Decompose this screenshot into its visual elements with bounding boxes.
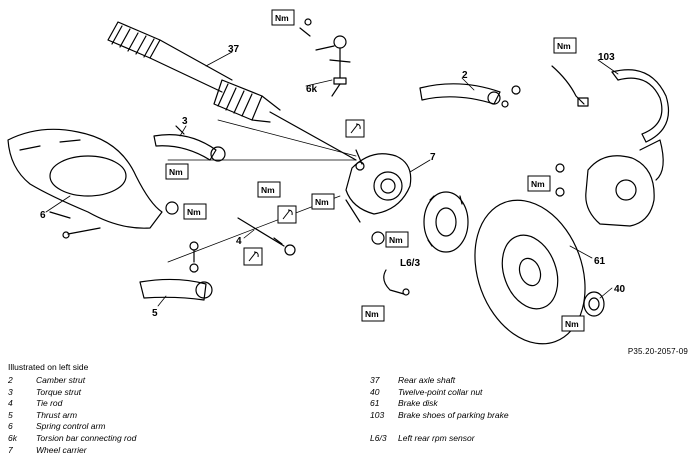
brake-disk (474, 199, 586, 345)
legend-item: 6k Torsion bar connecting rod (8, 433, 338, 445)
legend-item-number: 6k (8, 432, 17, 443)
twelve-point-collar-nut (583, 291, 605, 317)
legend-item-text: Camber strut (36, 375, 86, 385)
legend-item-number: 103 (370, 409, 385, 420)
legend-item-text: Tie rod (36, 398, 63, 409)
figure-reference-code: P35.20-2057-09 (627, 347, 688, 356)
legend-item: 6 Spring control arm (8, 421, 338, 433)
legend-item-text: Torque strut (36, 386, 82, 397)
torque-box-nm: Nm (165, 163, 189, 180)
camber-strut (419, 83, 521, 108)
legend-left-column: 2 Camber strut 3 Torque strut 4 Tie rod 5 Th… (8, 375, 338, 456)
torque-box-nm: Nm (311, 193, 335, 210)
thrust-arm (139, 241, 213, 301)
callout-2: 2 (462, 70, 468, 81)
callout-labels: 37 6k 2 103 3 7 6 4 61 L6/3 40 5 (40, 44, 626, 319)
spring-control-arm (7, 128, 179, 239)
legend-item-number: L6/3 (370, 432, 387, 443)
rpm-sensor (383, 269, 410, 296)
special-tool-symbols (243, 119, 365, 266)
brake-caliper (555, 139, 664, 227)
legend-item: 61 Brake disk (370, 398, 690, 410)
special-tool-icon (345, 119, 365, 138)
torque-label: Nm (315, 197, 329, 207)
torque-label: Nm (275, 13, 289, 23)
torque-strut (153, 125, 226, 162)
callout-37: 37 (228, 44, 240, 55)
torque-label: Nm (565, 319, 579, 329)
legend-item-number: 4 (8, 398, 13, 409)
legend-heading: Illustrated on left side (8, 362, 89, 372)
legend-item-number: 6 (8, 421, 13, 432)
legend-item: L6/3 Left rear rpm sensor (370, 433, 690, 445)
callout-L6-3: L6/3 (400, 258, 420, 269)
torque-label: Nm (389, 235, 403, 245)
torque-label: Nm (365, 309, 379, 319)
callout-6: 6 (40, 210, 46, 221)
legend-item-text: Brake shoes of parking brake (398, 409, 509, 420)
callout-103: 103 (598, 52, 615, 63)
legend-item-text: Brake disk (398, 398, 438, 409)
callout-5: 5 (152, 308, 158, 319)
torque-box-nm: Nm (183, 203, 207, 220)
legend-item-number: 61 (370, 398, 380, 409)
exploded-rear-axle-diagram: Nm Nm Nm Nm Nm Nm Nm Nm (7, 9, 670, 345)
legend-item: 5 Thrust arm (8, 410, 338, 422)
torque-box-nm: Nm (385, 231, 409, 248)
parking-brake-shoes (551, 65, 670, 143)
torque-label: Nm (169, 167, 183, 177)
legend-item: 40 Twelve-point collar nut (370, 387, 690, 399)
callout-7: 7 (430, 152, 436, 163)
legend-item-number: 2 (8, 375, 13, 385)
rear-axle-shaft (107, 21, 357, 161)
legend-item-text: Thrust arm (36, 409, 78, 420)
torque-box-nm: Nm (257, 181, 281, 198)
legend-item-number: 5 (8, 409, 13, 420)
legend-item-number: 7 (8, 444, 13, 455)
callout-4: 4 (236, 236, 242, 247)
legend-item-number: 37 (370, 375, 380, 385)
tie-rod (237, 217, 296, 256)
legend-item-number: 40 (370, 386, 380, 397)
legend-item-text: Left rear rpm sensor (398, 432, 475, 443)
torsion-bar-connecting-rod (299, 18, 351, 97)
legend-item-text: Wheel carrier (36, 444, 87, 455)
legend-right-column: 37 Rear axle shaft 40 Twelve-point collar … (370, 375, 690, 445)
wheel-carrier (345, 149, 412, 245)
torque-label: Nm (531, 179, 545, 189)
special-tool-icon (243, 247, 263, 266)
special-tool-icon (277, 205, 297, 224)
parts-legend: Illustrated on left side 2 Camber strut 3… (8, 362, 698, 466)
legend-item: 2 Camber strut (8, 375, 338, 387)
legend-item-text: Rear axle shaft (398, 375, 456, 385)
legend-item: 7 Wheel carrier (8, 445, 338, 457)
torque-box-nm: Nm (553, 37, 577, 54)
callout-61: 61 (594, 256, 606, 267)
wheel-hub (423, 191, 469, 253)
callout-6k: 6k (306, 84, 318, 95)
legend-item-text: Torsion bar connecting rod (36, 432, 137, 443)
torque-box-nm: Nm (271, 9, 295, 26)
torque-spec-boxes: Nm Nm Nm Nm Nm Nm Nm Nm (165, 9, 585, 332)
legend-item: 103 Brake shoes of parking brake (370, 410, 690, 422)
leader-lines (45, 51, 619, 307)
torque-box-nm: Nm (561, 315, 585, 332)
legend-item-text: Twelve-point collar nut (398, 386, 483, 397)
legend-item-text: Spring control arm (36, 421, 106, 432)
legend-item: 3 Torque strut (8, 387, 338, 399)
callout-3: 3 (182, 116, 188, 127)
torque-box-nm: Nm (361, 305, 385, 322)
legend-item: 4 Tie rod (8, 398, 338, 410)
legend-item-number: 3 (8, 386, 13, 397)
torque-label: Nm (187, 207, 201, 217)
torque-label: Nm (261, 185, 275, 195)
legend-item: 37 Rear axle shaft (370, 375, 690, 387)
torque-label: Nm (557, 41, 571, 51)
callout-40: 40 (614, 284, 626, 295)
torque-box-nm: Nm (527, 175, 551, 192)
